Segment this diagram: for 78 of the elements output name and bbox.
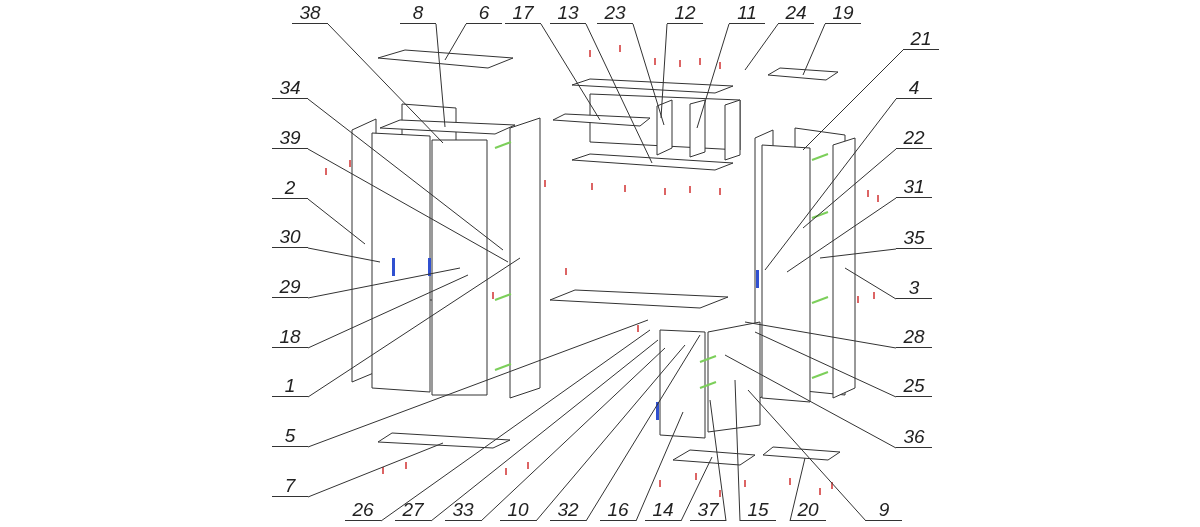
leader-line [327, 23, 444, 144]
leader-line [724, 354, 897, 449]
leader-line [307, 267, 461, 299]
leader-line [307, 274, 469, 349]
callout-number: 9 [866, 499, 902, 521]
callout-number: 38 [292, 2, 328, 24]
callout-number: 24 [778, 2, 814, 24]
callout-number: 2 [272, 177, 308, 199]
callout-number: 19 [825, 2, 861, 24]
callout-number: 35 [896, 227, 932, 249]
leader-line [540, 23, 601, 121]
callout-number: 15 [740, 499, 776, 521]
leader-line [744, 321, 897, 349]
leader-line [535, 344, 686, 522]
callout-number: 5 [272, 425, 308, 447]
leader-line [435, 23, 446, 128]
callout-number: 28 [896, 326, 932, 348]
callout-number: 12 [667, 2, 703, 24]
callout-number: 6 [466, 2, 502, 24]
callout-number: 21 [903, 28, 939, 50]
callout-number: 3 [896, 277, 932, 299]
leader-line [802, 23, 826, 76]
callout-number: 7 [272, 475, 308, 497]
leader-line [307, 148, 509, 263]
leader-line [307, 198, 366, 245]
callout-number: 31 [896, 176, 932, 198]
callout-number: 13 [550, 2, 586, 24]
callout-number: 26 [345, 499, 381, 521]
leader-line [802, 49, 904, 151]
leader-line [307, 98, 504, 251]
leader-line [844, 267, 897, 300]
callout-number: 18 [272, 326, 308, 348]
callout-number: 36 [896, 426, 932, 448]
leader-line [307, 247, 381, 263]
callout-number: 27 [395, 499, 431, 521]
leader-line [585, 334, 701, 522]
callout-number: 39 [272, 127, 308, 149]
leader-line [696, 23, 730, 129]
leader-line [585, 23, 653, 164]
callout-number: 20 [790, 499, 826, 521]
callout-number: 16 [600, 499, 636, 521]
leader-line [480, 347, 666, 522]
leader-line [786, 197, 897, 273]
callout-number: 11 [729, 2, 765, 24]
callout-number: 25 [896, 375, 932, 397]
callout-number: 8 [400, 2, 436, 24]
leader-line [660, 23, 668, 119]
leader-line [632, 23, 665, 126]
leader-line [307, 257, 521, 398]
leader-line [307, 442, 444, 498]
leader-line [744, 23, 779, 71]
callout-number: 37 [690, 499, 726, 521]
callout-number: 10 [500, 499, 536, 521]
leader-line [802, 148, 897, 229]
callout-number: 32 [550, 499, 586, 521]
leader-line [789, 457, 806, 522]
leader-line [764, 98, 897, 271]
leader-line [680, 456, 713, 522]
callout-number: 17 [505, 2, 541, 24]
leader-line [709, 399, 727, 522]
callout-number: 22 [896, 127, 932, 149]
leader-line [430, 339, 659, 522]
leader-line [747, 389, 867, 522]
leader-line [380, 329, 651, 522]
leader-line [307, 319, 649, 448]
callout-number: 23 [597, 2, 633, 24]
callout-number: 4 [896, 77, 932, 99]
leader-line [734, 379, 741, 522]
leader-line [819, 248, 897, 259]
callout-number: 33 [445, 499, 481, 521]
leader-line [754, 331, 897, 398]
callout-number: 14 [645, 499, 681, 521]
callout-number: 30 [272, 226, 308, 248]
leader-line [635, 411, 684, 522]
callout-number: 29 [272, 276, 308, 298]
leader-line [444, 23, 467, 61]
callout-number: 1 [272, 375, 308, 397]
callout-number: 34 [272, 77, 308, 99]
